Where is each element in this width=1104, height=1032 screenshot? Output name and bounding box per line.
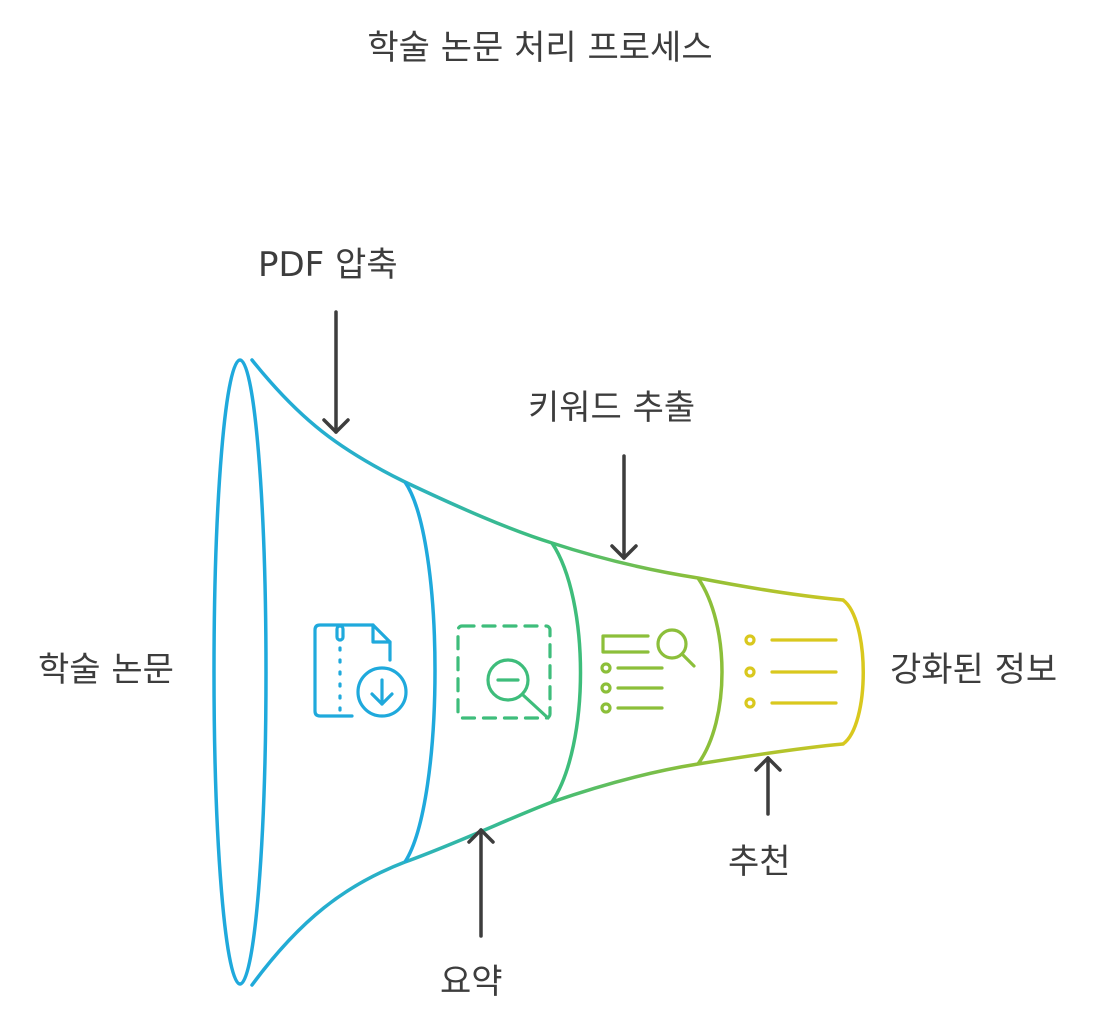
- funnel-end-cap: [841, 598, 865, 746]
- zoom-out-magnifier-icon: [456, 624, 552, 720]
- bullet-list-icon: [744, 634, 838, 709]
- stage-label-recommend: 추천: [728, 842, 791, 882]
- arrow-recommend: [754, 756, 782, 816]
- stage-label-pdf-compress: PDF 압축: [258, 245, 398, 285]
- diagram-title: 학술 논문 처리 프로세스: [367, 28, 713, 68]
- file-compress-download-icon: [313, 623, 408, 718]
- stage-label-keyword-extract: 키워드 추출: [528, 388, 696, 428]
- output-label: 강화된 정보: [890, 650, 1058, 690]
- arrow-keyword-extract: [610, 454, 638, 560]
- arrows: [322, 310, 782, 938]
- arrow-pdf-compress: [322, 310, 350, 434]
- stage-label-summary: 요약: [440, 962, 503, 1002]
- funnel-mouth: [212, 358, 268, 986]
- list-search-icon: [600, 628, 696, 714]
- arrow-summary: [467, 828, 495, 938]
- funnel-outline: [250, 358, 845, 987]
- segment-dividers: [403, 481, 724, 863]
- input-label: 학술 논문: [38, 650, 174, 690]
